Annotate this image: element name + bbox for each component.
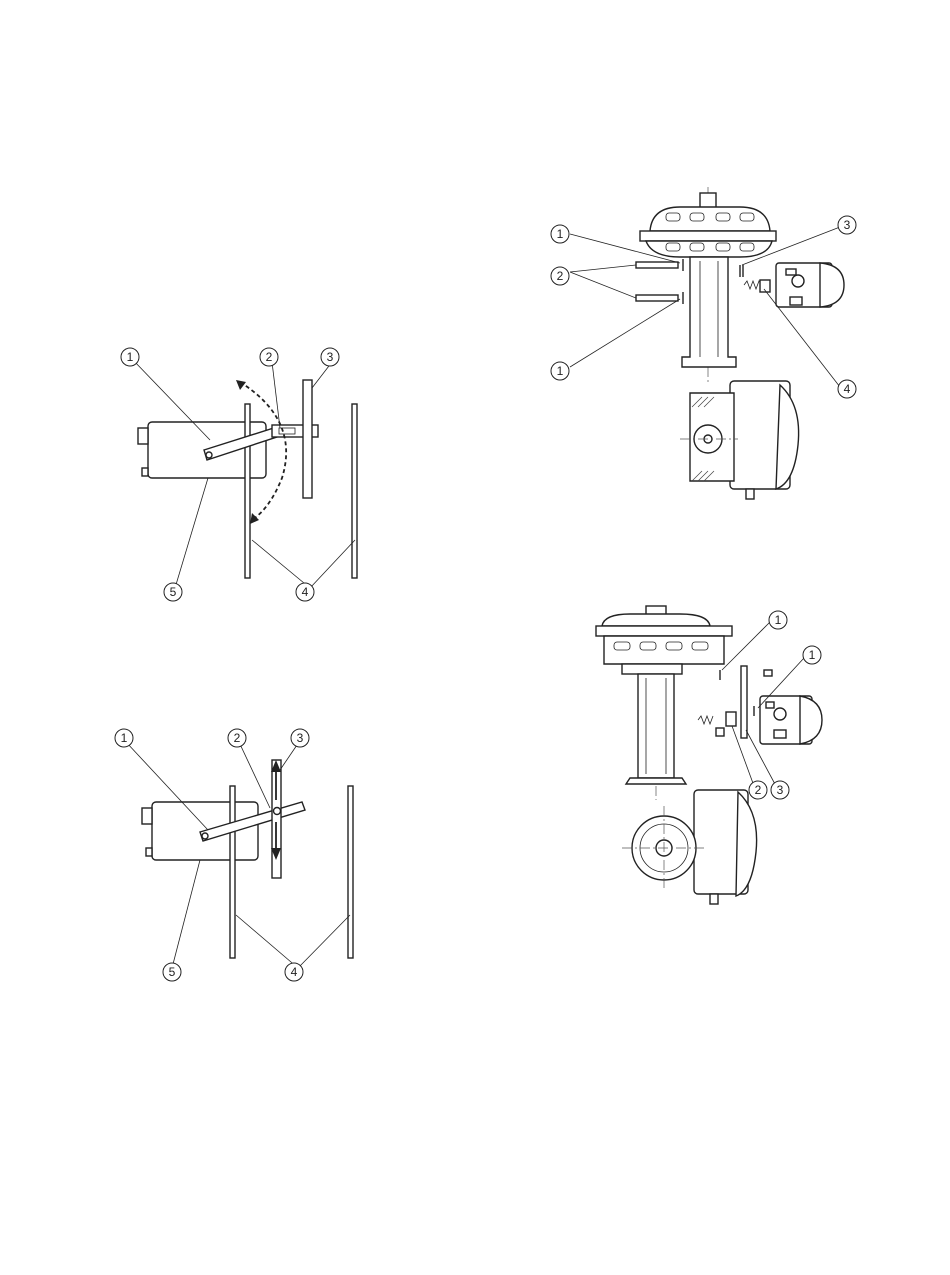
diaphragm-housing: [650, 207, 770, 231]
coupling-spring: [744, 281, 762, 289]
svg-text:1: 1: [557, 364, 564, 378]
screw-upper: [636, 262, 678, 268]
housing-flange: [640, 231, 776, 241]
figure-c-actuator-mounting-diagram: 1 2 1 3 4: [540, 185, 880, 515]
pointer-bracket: [741, 666, 747, 738]
mounting-bracket-right: [348, 786, 353, 958]
callout-4: 4: [285, 963, 303, 981]
callout-1-right: 1: [803, 646, 821, 664]
lever-pivot: [206, 452, 212, 458]
callout-5: 5: [164, 583, 182, 601]
figure-d-rotary-actuator-mounting-diagram: 1 1 2 3: [560, 600, 860, 920]
positioner-side-cover: [776, 385, 799, 489]
svg-text:1: 1: [557, 227, 564, 241]
callout-1: 1: [121, 348, 139, 366]
svg-text:2: 2: [557, 269, 564, 283]
callout-4: 4: [838, 380, 856, 398]
callout-2: 2: [551, 267, 569, 285]
callout-3: 3: [291, 729, 309, 747]
svg-text:3: 3: [327, 350, 334, 364]
callout-3: 3: [771, 781, 789, 799]
svg-text:2: 2: [755, 783, 762, 797]
svg-text:4: 4: [844, 382, 851, 396]
callout-2: 2: [260, 348, 278, 366]
callout-1: 1: [115, 729, 133, 747]
column-base: [626, 778, 686, 784]
svg-text:4: 4: [302, 585, 309, 599]
positioner-side-cover: [736, 792, 757, 896]
callout-2: 2: [749, 781, 767, 799]
svg-text:1: 1: [809, 648, 816, 662]
svg-text:2: 2: [234, 731, 241, 745]
arc-arrowhead-top: [236, 380, 246, 390]
housing-flange: [596, 626, 732, 636]
lever-pivot: [202, 833, 208, 839]
svg-text:1: 1: [775, 613, 782, 627]
valve-stem-bar: [303, 380, 312, 498]
actuator-column: [638, 674, 674, 778]
svg-text:3: 3: [844, 218, 851, 232]
svg-text:3: 3: [297, 731, 304, 745]
mounting-bracket-left: [230, 786, 235, 958]
callout-3: 3: [321, 348, 339, 366]
callout-5: 5: [163, 963, 181, 981]
diaphragm-housing: [602, 614, 710, 626]
screw-lower: [636, 295, 678, 301]
positioner-cover: [800, 696, 822, 744]
callout-1-upper: 1: [769, 611, 787, 629]
svg-text:3: 3: [777, 783, 784, 797]
svg-text:4: 4: [291, 965, 298, 979]
coupling-piece: [726, 712, 736, 726]
svg-text:5: 5: [169, 965, 176, 979]
svg-text:1: 1: [121, 731, 128, 745]
svg-text:2: 2: [266, 350, 273, 364]
cable-gland: [138, 428, 148, 444]
svg-text:5: 5: [170, 585, 177, 599]
svg-text:1: 1: [127, 350, 134, 364]
mounting-bracket-right: [352, 404, 357, 578]
callout-1-lower: 1: [551, 362, 569, 380]
positioner-dial: [792, 275, 804, 287]
callout-2: 2: [228, 729, 246, 747]
cable-gland: [142, 808, 152, 824]
figure-b-linear-lever-diagram: 1 2 3 4 5: [100, 710, 400, 990]
positioner-dial: [774, 708, 786, 720]
cable-gland-small: [146, 848, 152, 856]
positioner-cover: [820, 263, 844, 307]
figure-a-rotary-lever-diagram: 1 2 3 4 5: [100, 330, 400, 610]
mounting-bracket-left: [245, 404, 250, 578]
cable-gland-small: [142, 468, 148, 476]
coupling-pin: [274, 808, 281, 815]
arc-arrowhead-bottom: [250, 513, 259, 524]
callout-1-upper: 1: [551, 225, 569, 243]
actuator-yoke: [682, 257, 736, 367]
callout-3: 3: [838, 216, 856, 234]
callout-4: 4: [296, 583, 314, 601]
